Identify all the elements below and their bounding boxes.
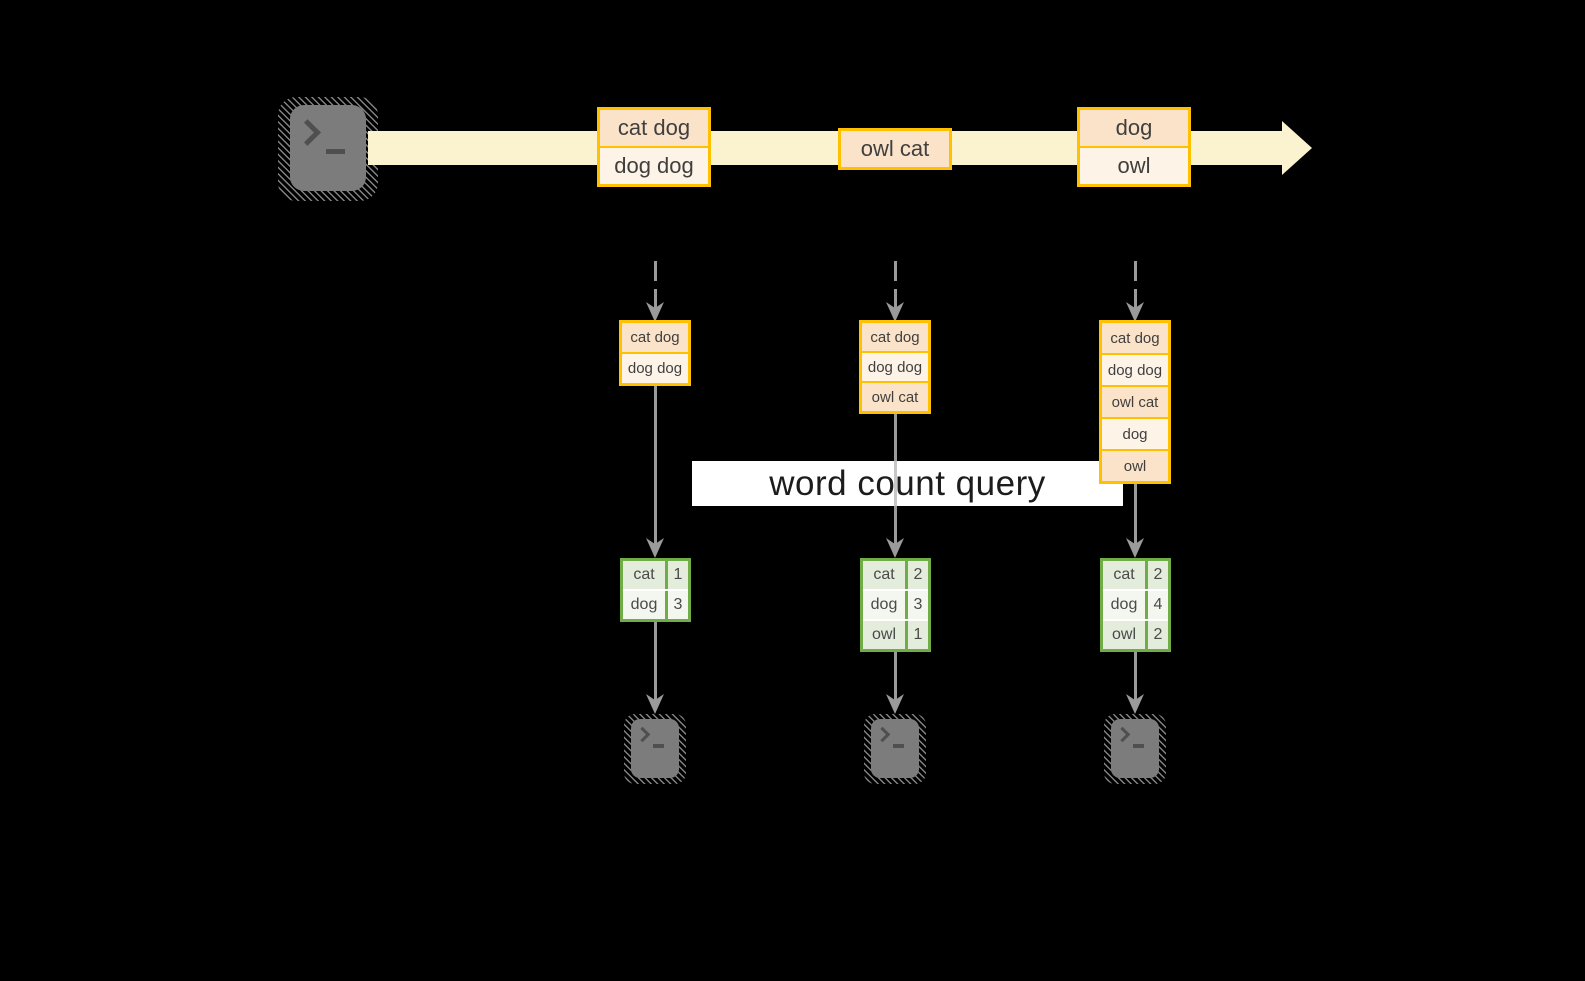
stream-batch-2: owl cat — [838, 128, 952, 170]
state-line: owl cat — [862, 383, 928, 411]
state-line: dog dog — [1102, 355, 1168, 385]
stream-arrowhead-icon — [1282, 121, 1312, 175]
state-line: cat dog — [622, 323, 688, 352]
count-row: owl 1 — [863, 621, 928, 649]
count-word-cell: cat — [1103, 561, 1145, 589]
count-word-cell: cat — [623, 561, 665, 589]
terminal-screen — [631, 719, 679, 778]
count-value-cell: 4 — [1148, 591, 1168, 619]
terminal-screen — [1111, 719, 1159, 778]
count-word-cell: dog — [863, 591, 905, 619]
count-value-cell: 3 — [668, 591, 688, 619]
terminal-screen — [871, 719, 919, 778]
count-table-1: cat 1 dog 3 — [620, 558, 691, 622]
batch-line: dog — [1080, 110, 1188, 146]
count-row: cat 2 — [1103, 561, 1168, 589]
count-row: dog 4 — [1103, 591, 1168, 619]
count-value-cell: 3 — [908, 591, 928, 619]
count-row: dog 3 — [623, 591, 688, 619]
count-word-cell: dog — [623, 591, 665, 619]
count-row: cat 2 — [863, 561, 928, 589]
dashed-arrow-down-icon — [1126, 261, 1144, 322]
prompt-glyph-icon — [874, 726, 904, 748]
prompt-glyph-icon — [1114, 726, 1144, 748]
count-value-cell: 2 — [1148, 561, 1168, 589]
state-line: dog dog — [862, 353, 928, 381]
count-value-cell: 1 — [908, 621, 928, 649]
chevron-right-icon — [294, 119, 321, 146]
count-word-cell: dog — [1103, 591, 1145, 619]
batch-line: dog dog — [600, 148, 708, 184]
state-line: dog — [1102, 419, 1168, 449]
count-value-cell: 2 — [1148, 621, 1168, 649]
arrow-down-icon — [646, 622, 664, 714]
terminal-sink-icon — [864, 714, 926, 784]
state-line: cat dog — [1102, 323, 1168, 353]
terminal-screen — [290, 105, 366, 191]
count-word-cell: owl — [863, 621, 905, 649]
count-table-2: cat 2 dog 3 owl 1 — [860, 558, 931, 652]
prompt-glyph-icon — [634, 726, 664, 748]
query-label: word count query — [692, 461, 1123, 506]
batch-line: cat dog — [600, 110, 708, 146]
accumulated-input-1: cat dog dog dog — [619, 320, 691, 386]
terminal-source-icon — [278, 97, 378, 201]
chevron-right-icon — [634, 726, 651, 743]
prompt-glyph-icon — [294, 119, 345, 154]
terminal-sink-icon — [1104, 714, 1166, 784]
arrow-down-icon — [886, 414, 904, 558]
batch-line: owl — [1080, 148, 1188, 184]
dashed-arrow-down-icon — [646, 261, 664, 322]
dashed-arrow-down-icon — [886, 261, 904, 322]
count-row: cat 1 — [623, 561, 688, 589]
chevron-right-icon — [1114, 726, 1131, 743]
count-value-cell: 2 — [908, 561, 928, 589]
state-line: cat dog — [862, 323, 928, 351]
underscore-icon — [653, 744, 664, 748]
stream-batch-3: dog owl — [1077, 107, 1191, 187]
chevron-right-icon — [874, 726, 891, 743]
count-row: owl 2 — [1103, 621, 1168, 649]
arrow-down-icon — [886, 652, 904, 714]
state-line: owl — [1102, 451, 1168, 481]
state-line: dog dog — [622, 354, 688, 383]
arrow-down-icon — [1126, 652, 1144, 714]
underscore-icon — [326, 149, 345, 154]
count-value-cell: 1 — [668, 561, 688, 589]
state-line: owl cat — [1102, 387, 1168, 417]
arrow-down-icon — [646, 386, 664, 558]
count-word-cell: cat — [863, 561, 905, 589]
underscore-icon — [893, 744, 904, 748]
count-table-3: cat 2 dog 4 owl 2 — [1100, 558, 1171, 652]
count-word-cell: owl — [1103, 621, 1145, 649]
stream-batch-1: cat dog dog dog — [597, 107, 711, 187]
accumulated-input-2: cat dog dog dog owl cat — [859, 320, 931, 414]
count-row: dog 3 — [863, 591, 928, 619]
accumulated-input-3: cat dog dog dog owl cat dog owl — [1099, 320, 1171, 484]
terminal-sink-icon — [624, 714, 686, 784]
underscore-icon — [1133, 744, 1144, 748]
arrow-down-icon — [1126, 484, 1144, 558]
batch-line: owl cat — [841, 131, 949, 167]
